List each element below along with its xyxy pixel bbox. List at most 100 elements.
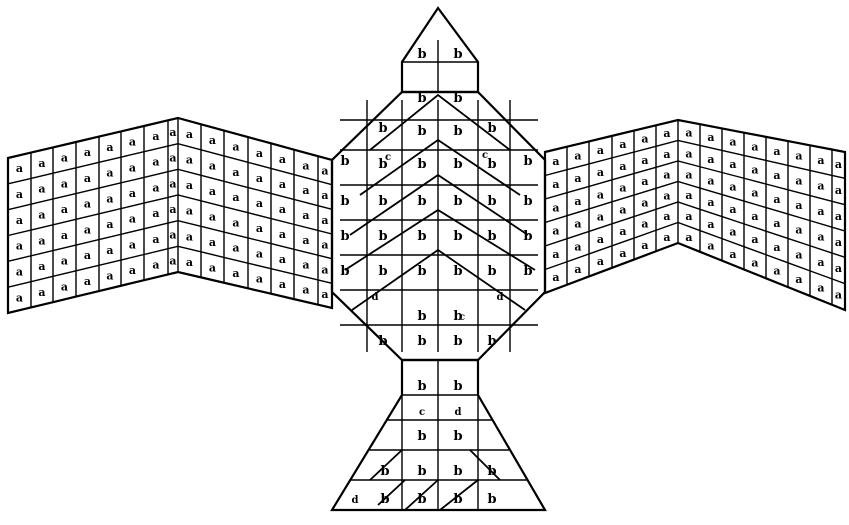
wing-tile-label: a bbox=[685, 147, 692, 160]
wing-tile-label: a bbox=[729, 181, 736, 194]
wing-tile-label: a bbox=[61, 203, 68, 216]
wing-tile-label: a bbox=[106, 270, 113, 283]
wing-tile-label: a bbox=[685, 189, 692, 202]
wing-tile-label: a bbox=[209, 160, 216, 173]
wing-tile-label: a bbox=[552, 178, 559, 191]
wing-tile-label: a bbox=[84, 198, 91, 211]
wing-tile-label: a bbox=[279, 153, 286, 166]
minor-tile-label: c bbox=[385, 152, 391, 163]
body-tile-label: b bbox=[453, 194, 462, 209]
wing-tile-label: a bbox=[619, 160, 626, 173]
body-tile-label: b bbox=[378, 334, 387, 349]
tail-tile-label: b bbox=[453, 492, 462, 507]
wing-tile-label: a bbox=[61, 177, 68, 190]
wing-tile-label: a bbox=[817, 282, 824, 295]
minor-tile-label: c bbox=[482, 150, 488, 161]
wing-tile-label: a bbox=[835, 236, 842, 249]
body-tile-label: b bbox=[340, 229, 349, 244]
wing-tile-label: a bbox=[302, 284, 309, 297]
wing-tile-label: a bbox=[61, 255, 68, 268]
wing-tile-label: a bbox=[835, 288, 842, 301]
wing-tile-label: a bbox=[574, 172, 581, 185]
wing-tile-label: a bbox=[817, 154, 824, 167]
wing-tile-label: a bbox=[209, 185, 216, 198]
wing-tile-label: a bbox=[169, 152, 176, 165]
tail-tile-label: b bbox=[453, 379, 462, 394]
wing-tile-label: a bbox=[129, 136, 136, 149]
wing-tile-label: a bbox=[232, 166, 239, 179]
wing-tile-label: a bbox=[16, 162, 23, 175]
minor-tile-label: d bbox=[497, 292, 504, 303]
wing-tile-label: a bbox=[256, 222, 263, 235]
wing-tile-label: a bbox=[751, 233, 758, 246]
wing-tile-label: a bbox=[106, 167, 113, 180]
wing-tile-label: a bbox=[597, 188, 604, 201]
wing-tile-label: a bbox=[574, 195, 581, 208]
wing-tile-label: a bbox=[641, 133, 648, 146]
body-tile-label: b bbox=[453, 124, 462, 139]
minor-tile-label: c bbox=[459, 312, 465, 323]
body-tile-label: b bbox=[523, 229, 532, 244]
tail-tile-label: b bbox=[380, 492, 389, 507]
wing-tile-label: a bbox=[279, 253, 286, 266]
wing-tile-label: a bbox=[279, 203, 286, 216]
wing-tile-label: a bbox=[84, 146, 91, 159]
wing-tile-label: a bbox=[232, 191, 239, 204]
wing-tile-label: a bbox=[574, 218, 581, 231]
wing-tile-label: a bbox=[685, 231, 692, 244]
body-tile-label: b bbox=[487, 264, 496, 279]
wing-tile-label: a bbox=[61, 229, 68, 242]
body-tile-label: b bbox=[453, 229, 462, 244]
wing-tile-label: a bbox=[729, 248, 736, 261]
wing-tile-label: a bbox=[129, 264, 136, 277]
wing-tile-label: a bbox=[232, 242, 239, 255]
wing-tile-label: a bbox=[729, 203, 736, 216]
tile-labels: aaaaaaaaaaaaaaaaaaaaaaaaaaaaaaaaaaaaaaaa… bbox=[16, 47, 842, 507]
body-tile-label: b bbox=[417, 229, 426, 244]
wing-tile-label: a bbox=[707, 131, 714, 144]
body-tile-label: b bbox=[417, 91, 426, 106]
wing-tile-label: a bbox=[169, 203, 176, 216]
wing-tile-label: a bbox=[302, 184, 309, 197]
body-tile-label: b bbox=[417, 309, 426, 324]
wing-tile-label: a bbox=[552, 271, 559, 284]
wing-tile-label: a bbox=[817, 205, 824, 218]
tail-tile-label: b bbox=[417, 492, 426, 507]
tail-tile-label: b bbox=[487, 464, 496, 479]
bird-tail bbox=[332, 360, 545, 510]
wing-tile-label: a bbox=[106, 244, 113, 257]
body-tile-label: b bbox=[417, 264, 426, 279]
tail-tile-label: b bbox=[453, 429, 462, 444]
body-tile-label: b bbox=[378, 264, 387, 279]
wing-tile-label: a bbox=[169, 177, 176, 190]
wing-tile-label: a bbox=[256, 247, 263, 260]
wing-tile-label: a bbox=[619, 247, 626, 260]
wing-tile-label: a bbox=[574, 149, 581, 162]
wing-tile-label: a bbox=[835, 262, 842, 275]
wing-tile-label: a bbox=[152, 207, 159, 220]
wing-tile-label: a bbox=[84, 223, 91, 236]
wing-tile-label: a bbox=[597, 144, 604, 157]
tail-tile-label: b bbox=[487, 492, 496, 507]
body-tile-label: b bbox=[340, 194, 349, 209]
wing-tile-label: a bbox=[129, 238, 136, 251]
body-tile-label: b bbox=[417, 334, 426, 349]
wing-tile-label: a bbox=[835, 210, 842, 223]
wing-tile-label: a bbox=[129, 213, 136, 226]
wing-tile-label: a bbox=[795, 248, 802, 261]
wing-tile-label: a bbox=[169, 254, 176, 267]
body-tile-label: b bbox=[453, 157, 462, 172]
wing-tile-label: a bbox=[597, 255, 604, 268]
wing-tile-label: a bbox=[16, 240, 23, 253]
wing-tile-label: a bbox=[152, 258, 159, 271]
wing-tile-label: a bbox=[663, 169, 670, 182]
head-label: b bbox=[417, 47, 426, 62]
minor-tile-label: d bbox=[352, 495, 359, 506]
wing-tile-label: a bbox=[795, 174, 802, 187]
wing-tile-label: a bbox=[707, 174, 714, 187]
wing-tile-label: a bbox=[795, 224, 802, 237]
head-outline bbox=[402, 8, 478, 92]
wing-tile-label: a bbox=[38, 234, 45, 247]
wing-tile-label: a bbox=[751, 164, 758, 177]
wing-tile-label: a bbox=[321, 189, 328, 202]
